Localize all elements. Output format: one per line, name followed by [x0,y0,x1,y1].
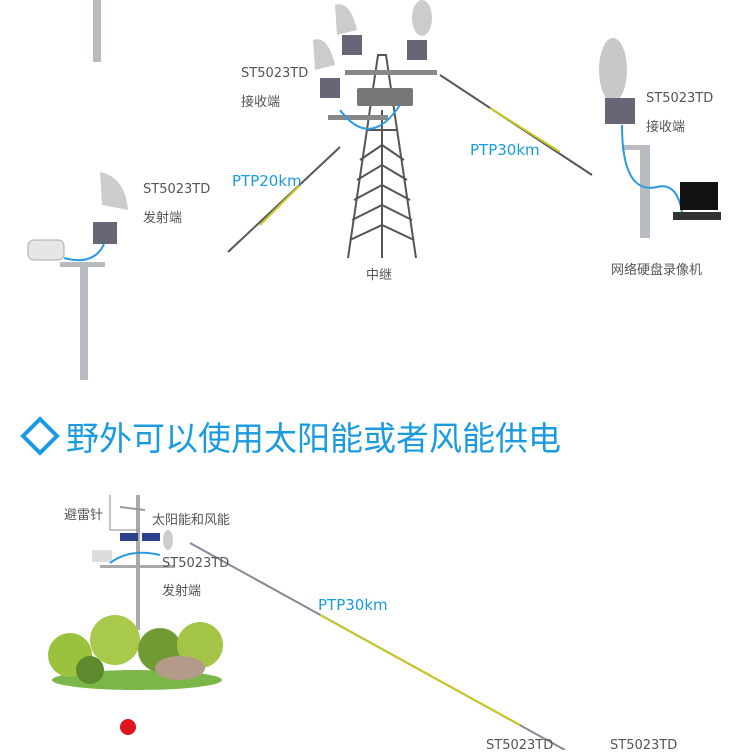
bottom-model-label: ST5023TD [610,738,678,753]
receiver-role-label: 接收端 [646,120,686,135]
diamond-icon [20,416,60,456]
power-label: 太阳能和风能 [152,513,231,528]
pole [93,0,101,62]
link-left-label: PTP20km [232,172,302,190]
camera [27,239,65,261]
tower-arm [328,115,388,120]
lightning-rod-label: 避雷针 [64,508,104,523]
trees [48,615,223,690]
relay-antennas [313,0,432,130]
tower-arm [345,70,437,75]
solar-station [92,495,175,630]
relay-tower [347,54,417,259]
nvr-label: 网络硬盘录像机 [611,263,703,278]
section-heading-text: 野外可以使用太阳能或者风能供电 [66,419,561,458]
monitor [680,182,718,210]
transmitter-model-label: ST5023TD [143,182,211,197]
bottom-model-label: ST5023TD [486,738,554,753]
section-heading: 野外可以使用太阳能或者风能供电 [20,412,561,460]
red-dot [120,719,136,735]
bottom-transmitter-role: 发射端 [162,584,202,599]
bottom-transmitter-model: ST5023TD [162,556,230,571]
link-right-label: PTP30km [470,141,540,159]
relay-model-label: ST5023TD [241,66,309,81]
relay-label: 中继 [366,268,393,283]
transmitter-station [27,172,128,380]
nvr-box [673,212,721,220]
bottom-link-label: PTP30km [318,596,388,614]
relay-role-label: 接收端 [241,95,281,110]
receiver-station [599,38,721,238]
transmitter-role-label: 发射端 [143,211,183,226]
wireless-link [189,74,593,750]
receiver-model-label: ST5023TD [646,91,714,106]
switch [357,88,413,106]
